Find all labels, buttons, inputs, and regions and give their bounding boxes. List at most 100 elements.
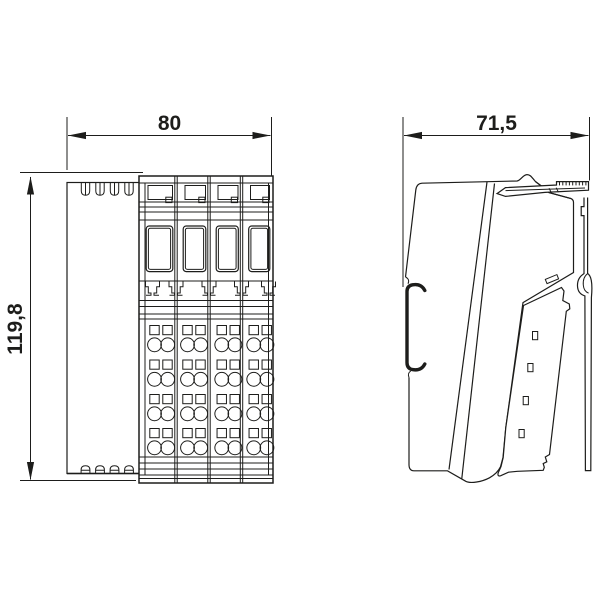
plate-foot	[80, 465, 91, 474]
dim-depth-arrow-right	[570, 131, 589, 140]
plate-hook	[80, 182, 91, 196]
din-slot-bottom-join	[407, 370, 412, 378]
dim-width-arrow-right	[252, 131, 271, 140]
plate-foot	[95, 465, 105, 474]
connector-hole	[532, 331, 539, 341]
plate-foot	[109, 465, 120, 474]
end-plate-bottom-feet	[80, 465, 134, 474]
terminal-square	[162, 428, 173, 439]
channel-status-window	[145, 225, 174, 273]
terminal-square	[229, 359, 240, 370]
terminal-circle	[160, 406, 176, 422]
terminal-circle	[193, 371, 209, 387]
terminal-circle	[246, 371, 262, 387]
terminal-square	[216, 394, 227, 405]
terminal-square	[182, 359, 193, 370]
latch-serration	[559, 181, 587, 186]
terminal-circle	[193, 440, 209, 456]
terminal-square	[229, 428, 240, 439]
plate-hook	[109, 182, 120, 196]
latch-hook	[261, 281, 268, 296]
dim-height-arrow-top	[26, 176, 35, 195]
module-channel	[214, 185, 243, 456]
terminal-square	[149, 394, 160, 405]
dimension-side-depth: 71,5	[402, 112, 590, 287]
side-front-slant-line-2	[461, 183, 496, 479]
front-view	[66, 175, 276, 484]
terminal-square	[195, 325, 206, 336]
connector-hole	[518, 429, 525, 439]
terminal-circle	[246, 337, 262, 353]
side-view	[404, 173, 593, 483]
dimension-front-height: 119,8	[4, 172, 143, 481]
terminal-square	[248, 325, 259, 336]
din-rail-slot	[405, 282, 427, 372]
terminal-circle	[214, 440, 230, 456]
module-channel-dividers	[174, 176, 244, 483]
side-housing-outline	[404, 173, 575, 483]
channel-status-window-inner	[250, 227, 269, 270]
terminal-square	[261, 394, 272, 405]
terminal-circle	[160, 440, 176, 456]
channel-label-holder	[147, 185, 173, 200]
terminal-square	[162, 325, 173, 336]
release-strip-hook-slot	[582, 273, 589, 294]
latch-hook	[168, 281, 175, 296]
latch-hook	[242, 281, 249, 296]
module-channel	[246, 185, 275, 456]
terminal-circle	[147, 406, 162, 422]
terminal-circle	[246, 440, 262, 456]
module-release-latches	[145, 281, 276, 296]
terminal-circle	[180, 371, 195, 387]
latch-hook	[201, 281, 208, 296]
side-release-strip	[576, 197, 593, 472]
terminal-square	[248, 394, 259, 405]
plate-foot	[124, 465, 134, 474]
terminal-square	[229, 325, 240, 336]
plate-hook	[124, 182, 134, 196]
dim-depth-label: 71,5	[476, 112, 517, 135]
terminal-square	[216, 359, 227, 370]
dim-height-arrow-bottom	[26, 462, 35, 480]
dim-height-label: 119,8	[4, 303, 27, 355]
terminal-square	[261, 428, 272, 439]
terminal-circle	[259, 406, 275, 422]
latch-hook	[177, 281, 184, 296]
terminal-square	[182, 325, 193, 336]
terminal-circle	[214, 406, 230, 422]
terminal-circle	[180, 337, 195, 353]
terminal-circle	[227, 371, 243, 387]
terminal-circle	[180, 406, 195, 422]
terminal-square	[149, 359, 160, 370]
connector-hole	[527, 363, 534, 373]
terminal-circle	[259, 371, 275, 387]
terminal-square	[195, 394, 206, 405]
terminal-square	[149, 428, 160, 439]
module-horizontal-lines	[139, 182, 273, 479]
terminal-circle	[160, 371, 176, 387]
latch-hook	[210, 281, 217, 296]
channel-status-window	[215, 225, 239, 273]
latch-hook	[153, 281, 160, 296]
terminal-square	[182, 428, 193, 439]
end-plate-body	[66, 181, 141, 475]
terminal-circle	[193, 337, 209, 353]
channel-label-holder	[250, 185, 270, 200]
channel-label-holder	[184, 185, 206, 200]
terminal-square	[216, 325, 227, 336]
side-front-slant-line-1	[448, 181, 488, 470]
terminal-circle	[227, 406, 243, 422]
din-slot-top-join	[405, 276, 410, 285]
channel-label-notch	[165, 196, 173, 204]
end-plate	[66, 181, 141, 475]
latch-lever-inner-line	[505, 187, 586, 192]
terminal-square	[216, 428, 227, 439]
dim-width-arrow-left	[68, 131, 86, 140]
latch-pivot-marks	[548, 187, 559, 193]
connector-holes	[518, 331, 539, 439]
side-small-tab	[544, 273, 560, 285]
module-channel	[145, 185, 176, 456]
terminal-circle	[259, 440, 275, 456]
terminal-square	[162, 394, 173, 405]
